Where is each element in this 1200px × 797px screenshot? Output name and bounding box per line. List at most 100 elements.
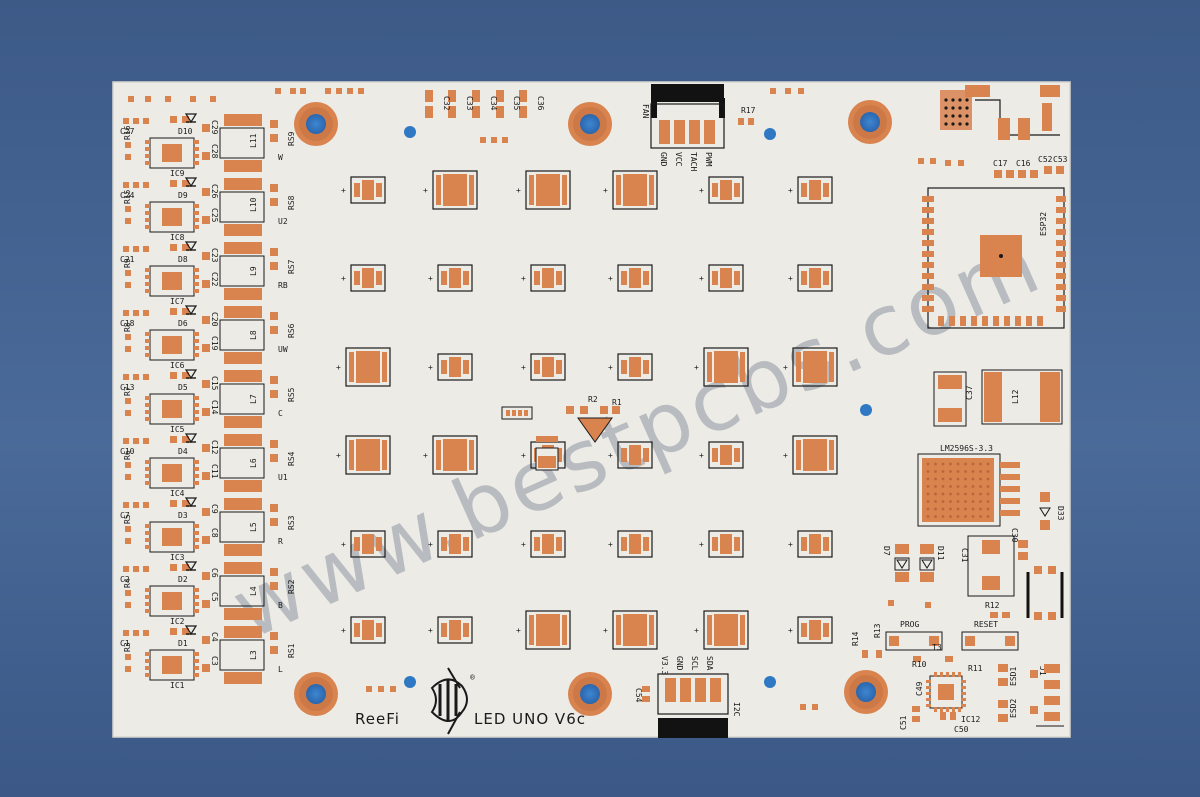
cap-label: C21 xyxy=(120,255,135,264)
polarity-mark: + xyxy=(603,626,608,635)
led-footprint: + xyxy=(788,530,833,558)
channel-label: RB xyxy=(278,281,288,290)
mounting-holes xyxy=(294,100,892,716)
c34-label: C34 xyxy=(489,96,498,111)
i2c-pin-sda: SDA xyxy=(705,656,714,671)
led-footprint: + xyxy=(341,616,386,644)
led-footprint: + xyxy=(694,610,749,650)
polarity-mark: + xyxy=(341,540,346,549)
fan-pin-vcc: VCC xyxy=(674,152,683,167)
polarity-mark: + xyxy=(699,540,704,549)
sense-res-label: RS8 xyxy=(287,195,296,210)
mounting-hole xyxy=(844,670,888,714)
fan-pin-gnd: GND xyxy=(659,152,668,167)
inductor-label: L6 xyxy=(249,458,258,468)
cap-label: C8 xyxy=(210,528,219,538)
c32-label: C32 xyxy=(442,96,451,111)
ic-label: IC7 xyxy=(170,297,185,306)
diode-label: D10 xyxy=(178,127,193,136)
fan-title: FAN xyxy=(641,104,650,119)
led-footprint: + xyxy=(783,435,838,475)
res-label: R3 xyxy=(123,642,132,652)
led-footprint: + xyxy=(341,530,386,558)
ic-label: IC5 xyxy=(170,425,185,434)
fan-pin-tach: TACH xyxy=(689,152,698,171)
esp32-module: ESP32 xyxy=(922,187,1066,329)
c49-label: C49 xyxy=(915,681,924,696)
ic12-qfn: IC12 C49 C50 C51 xyxy=(899,672,980,734)
inductor-label: L7 xyxy=(249,394,258,404)
led-matrix: ++++++++++++++++++++++++++++++++++++ xyxy=(336,170,838,650)
sense-res-label: RS3 xyxy=(287,515,296,530)
polarity-mark: + xyxy=(521,540,526,549)
ic-label: IC4 xyxy=(170,489,185,498)
r2-label: R2 xyxy=(588,395,598,404)
mounting-hole xyxy=(848,100,892,144)
led-footprint: + xyxy=(788,616,833,644)
polarity-mark: + xyxy=(521,451,526,460)
lm2596-regulator: LM2596S-3.3 D33 xyxy=(917,444,1065,530)
inductor-label: L8 xyxy=(249,330,258,340)
polarity-mark: + xyxy=(699,274,704,283)
cap-label: C4 xyxy=(210,632,219,642)
button-area: PROG RESET R10 T3 R11 R14 R13 xyxy=(851,600,1019,673)
polarity-mark: + xyxy=(341,274,346,283)
led-footprint: + xyxy=(341,264,386,292)
c51-label: C51 xyxy=(899,715,908,730)
led-footprint: + xyxy=(516,170,571,210)
center-parts: R2 R1 xyxy=(501,395,622,471)
led-footprint: + xyxy=(423,435,478,475)
channel-label: B xyxy=(278,601,283,610)
inductor-label: L5 xyxy=(249,522,258,532)
i2c-title: I2C xyxy=(732,702,741,717)
d11-label: D11 xyxy=(936,546,945,561)
top-right-cluster: C17 C16 C52 C53 xyxy=(918,85,1068,178)
r10-label: R10 xyxy=(912,660,927,669)
cap-label: C6 xyxy=(210,568,219,578)
registered-mark: ® xyxy=(470,673,475,682)
led-footprint: + xyxy=(336,347,391,387)
led-footprint: + xyxy=(603,610,658,650)
d33-label: D33 xyxy=(1056,506,1065,521)
res-label: R5 xyxy=(123,514,132,524)
led-footprint: + xyxy=(608,441,653,469)
led-footprint: + xyxy=(699,530,744,558)
diode-label: D5 xyxy=(178,383,188,392)
led-footprint: + xyxy=(699,264,744,292)
polarity-mark: + xyxy=(788,274,793,283)
polarity-mark: + xyxy=(603,186,608,195)
led-footprint: + xyxy=(521,353,566,381)
c54-label: C54 xyxy=(634,688,643,703)
d7-label: D7 xyxy=(882,546,891,556)
cap-label: C29 xyxy=(210,120,219,135)
led-footprint: + xyxy=(788,264,833,292)
polarity-mark: + xyxy=(783,363,788,372)
led-footprint: + xyxy=(608,353,653,381)
r14-label: R14 xyxy=(851,631,860,646)
top-edge-pads xyxy=(128,88,306,102)
channel-label: C xyxy=(278,409,283,418)
led-footprint: + xyxy=(608,530,653,558)
led-footprint: + xyxy=(783,347,838,387)
polarity-mark: + xyxy=(788,540,793,549)
cap-label: C24 xyxy=(120,191,135,200)
i2c-header: V3.3 GND SCL SDA I2C C54 xyxy=(634,656,741,738)
inductor-label: L3 xyxy=(249,650,258,660)
sense-res-label: RS6 xyxy=(287,323,296,338)
ic12-label: IC12 xyxy=(961,715,980,724)
led-footprint: + xyxy=(428,530,473,558)
polarity-mark: + xyxy=(428,540,433,549)
ic-label: IC8 xyxy=(170,233,185,242)
fan-pin-pwm: PWM xyxy=(704,152,713,167)
j1-label: J1 xyxy=(1038,666,1047,676)
polarity-mark: + xyxy=(608,451,613,460)
polarity-mark: + xyxy=(694,626,699,635)
polarity-mark: + xyxy=(694,363,699,372)
led-footprint: + xyxy=(521,264,566,292)
